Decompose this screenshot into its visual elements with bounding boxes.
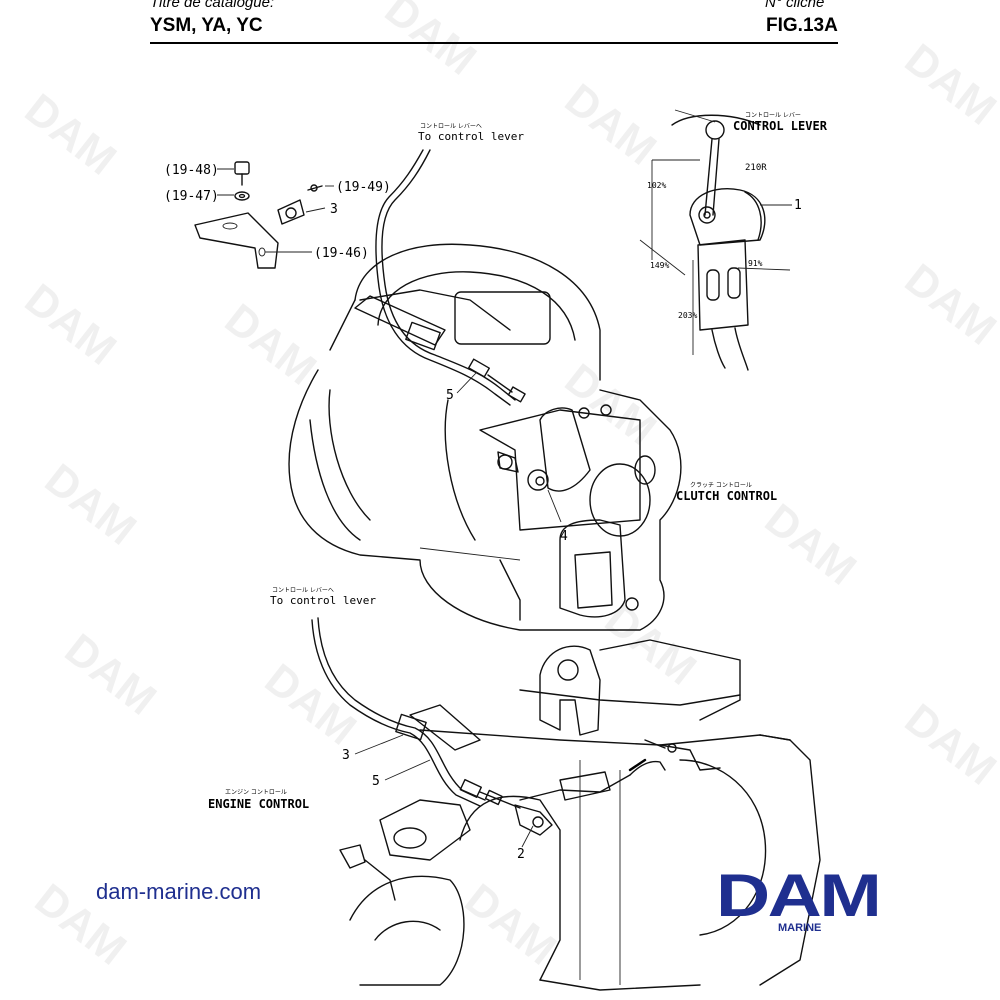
cliche-number-label: N° cliché (765, 0, 825, 11)
part-ref-19-46: (19-46) (314, 246, 369, 261)
logo-subtitle: MARINE (778, 922, 822, 934)
dim-149: 149% (650, 261, 669, 270)
logo-wordmark: DAM (716, 862, 882, 929)
part-ref-19-47: (19-47) (164, 189, 219, 204)
clutch-control-title: CLUTCH CONTROL (676, 489, 777, 503)
dim-91: 91% (748, 259, 763, 268)
part-ref-2: 2 (517, 847, 525, 862)
to-control-lever-top: To control lever (418, 130, 524, 143)
part-ref-5-top: 5 (446, 388, 454, 403)
part-ref-19-49: (19-49) (336, 180, 391, 195)
to-control-lever-bottom-kana: コントロール レバーへ (272, 587, 334, 594)
part-ref-3-bottom: 3 (342, 748, 350, 763)
dim-210r: 210R (745, 163, 767, 173)
control-lever-kana: コントロール レバー (745, 112, 801, 119)
to-control-lever-top-kana: コントロール レバーへ (420, 123, 482, 130)
catalogue-title-label: Titre de catalogue: (150, 0, 275, 11)
part-ref-4: 4 (560, 529, 568, 544)
engine-control-kana: エンジン コントロール (225, 789, 287, 796)
part-ref-5-bottom: 5 (372, 774, 380, 789)
bracket-assembly (194, 161, 334, 269)
control-lever-detail (639, 109, 792, 371)
engine-control-title: ENGINE CONTROL (208, 797, 309, 811)
engine-block (339, 639, 821, 991)
clutch-cable (354, 149, 562, 523)
control-lever-title: CONTROL LEVER (733, 119, 828, 133)
part-ref-19-48: (19-48) (164, 163, 219, 178)
diagram-labels: (19-48) (19-47) (19-49) 3 (19-46) 5 4 1 … (164, 112, 828, 862)
engine-cable (311, 617, 721, 848)
figure-number: FIG.13A (766, 15, 838, 36)
dim-102: 102% (647, 181, 666, 190)
dam-marine-logo: DAM MARINE (716, 866, 901, 935)
to-control-lever-bottom: To control lever (270, 594, 376, 607)
gearbox-housing (288, 243, 682, 631)
catalogue-title-value: YSM, YA, YC (150, 15, 263, 36)
part-ref-3-top: 3 (330, 202, 338, 217)
clutch-control-kana: クラッチ コントロール (690, 482, 752, 489)
website-link[interactable]: dam-marine.com (96, 879, 262, 904)
part-ref-1: 1 (794, 198, 802, 213)
dim-203: 203% (678, 311, 697, 320)
header-rule (150, 42, 838, 44)
